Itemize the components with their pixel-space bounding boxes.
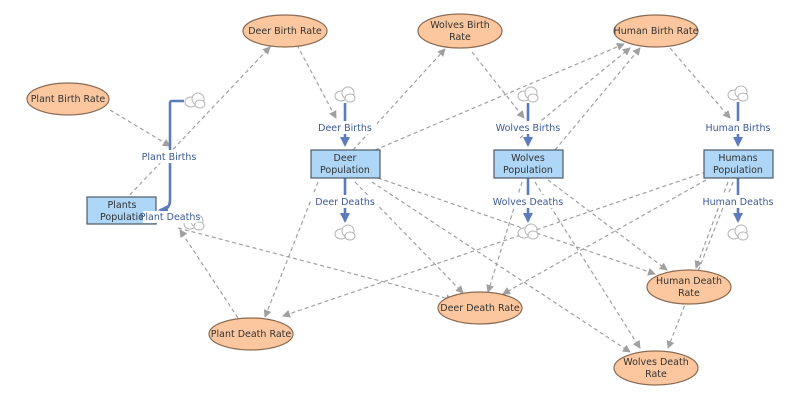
stock-label-line: Wolves [511, 153, 545, 164]
link-wolves-birth-rate-to-wolves-births [471, 51, 525, 119]
flow-label-plant-deaths[interactable]: Plant Deaths [140, 212, 201, 223]
link-humans-to-human-death-rate [694, 181, 729, 269]
link-humans-to-deer-death-rate [502, 179, 707, 295]
stock-plants[interactable]: Plants Populatio [86, 196, 157, 225]
link-plant-birth-rate-to-plant-births [109, 109, 171, 147]
variables: Plant Birth Rate Deer Birth Rate Wolves … [26, 13, 732, 386]
influence-links [109, 43, 734, 353]
stock-label-line: Deer [334, 153, 357, 164]
stock-label-line: Population [320, 165, 370, 176]
variable-label-line: Rate [449, 32, 471, 43]
flow-label-plant-births[interactable]: Plant Births [142, 152, 197, 163]
link-humans-to-wolves-death-rate [666, 181, 734, 349]
variable-wolves-death-rate[interactable]: Wolves Death Rate [613, 350, 699, 386]
cloud-icon [334, 86, 356, 103]
stock-humans[interactable]: Humans Population [703, 149, 774, 179]
variable-label-line: Wolves Death [623, 357, 688, 368]
link-wolves-to-wolves-death-rate [534, 181, 641, 349]
flow-label-deer-births[interactable]: Deer Births [318, 123, 372, 134]
link-humans-to-plant-death-rate [282, 171, 707, 318]
flow-label-wolves-deaths[interactable]: Wolves Deaths [493, 197, 563, 208]
variable-wolves-birth-rate[interactable]: Wolves Birth Rate [417, 13, 503, 49]
cloud-icon [334, 224, 356, 241]
flow-label-human-births[interactable]: Human Births [705, 123, 770, 134]
link-plants-to-deer-birth-rate [124, 46, 271, 201]
variable-label-line: Wolves Birth [430, 20, 490, 31]
stock-deer[interactable]: Deer Population [310, 149, 381, 179]
flow-label-wolves-births[interactable]: Wolves Births [496, 123, 561, 134]
stocks: Plants Populatio Deer Population Wolves … [86, 149, 774, 225]
link-wolves-to-deer-death-rate [486, 181, 523, 293]
cloud-icon [727, 224, 749, 241]
cloud-icon [727, 85, 749, 102]
stock-label-line: Humans [718, 153, 757, 164]
link-deer-birth-rate-to-deer-births [296, 44, 337, 119]
cloud-icon [517, 86, 539, 103]
link-wolves-to-human-death-rate [547, 179, 668, 271]
variable-human-death-rate[interactable]: Human Death Rate [646, 269, 732, 305]
stock-label-line: Populatio [100, 212, 144, 223]
variable-label: Deer Death Rate [440, 303, 520, 314]
stock-wolves[interactable]: Wolves Population [493, 149, 564, 179]
link-deer-to-human-death-rate [377, 177, 656, 276]
variable-label: Plant Birth Rate [31, 94, 106, 105]
link-human-birth-rate-to-human-births [669, 47, 731, 119]
flow-label-human-deaths[interactable]: Human Deaths [703, 197, 774, 208]
link-plants-to-deer-death-rate [177, 227, 454, 303]
flow-pipe-plant-births[interactable] [158, 99, 184, 215]
cloud-icons [183, 85, 749, 241]
cloud-icon [184, 92, 206, 109]
variable-label-line: Human Death [656, 276, 722, 287]
variable-deer-birth-rate[interactable]: Deer Birth Rate [242, 14, 328, 48]
variable-deer-death-rate[interactable]: Deer Death Rate [437, 291, 523, 325]
variable-label-line: Rate [645, 369, 667, 380]
link-deer-to-human-birth-rate [374, 43, 625, 151]
variable-plant-death-rate[interactable]: Plant Death Rate [208, 317, 294, 351]
variable-human-birth-rate[interactable]: Human Birth Rate [613, 14, 699, 48]
stock-label-line: Population [503, 165, 553, 176]
link-deer-to-deer-death-rate [354, 181, 464, 294]
flow-labels: Plant Births Deer Births Deer Deaths Wol… [140, 121, 774, 208]
variable-label: Human Birth Rate [614, 26, 699, 37]
variable-label-line: Rate [678, 288, 700, 299]
link-deer-to-plant-death-rate [263, 181, 319, 318]
variable-label: Deer Birth Rate [248, 26, 322, 37]
variable-label: Plant Death Rate [211, 329, 292, 340]
stock-label-line: Plants [108, 200, 137, 211]
link-wolves-to-human-birth-rate [554, 47, 641, 151]
flow-label-deer-deaths[interactable]: Deer Deaths [315, 197, 375, 208]
link-deer-to-wolves-birth-rate [352, 48, 446, 151]
link-deer-to-wolves-death-rate [371, 181, 631, 353]
stock-label-line: Population [713, 165, 763, 176]
link-plant-death-rate-to-plant-deaths [179, 229, 239, 319]
cloud-icon [517, 223, 539, 240]
variable-plant-birth-rate[interactable]: Plant Birth Rate [26, 82, 110, 116]
